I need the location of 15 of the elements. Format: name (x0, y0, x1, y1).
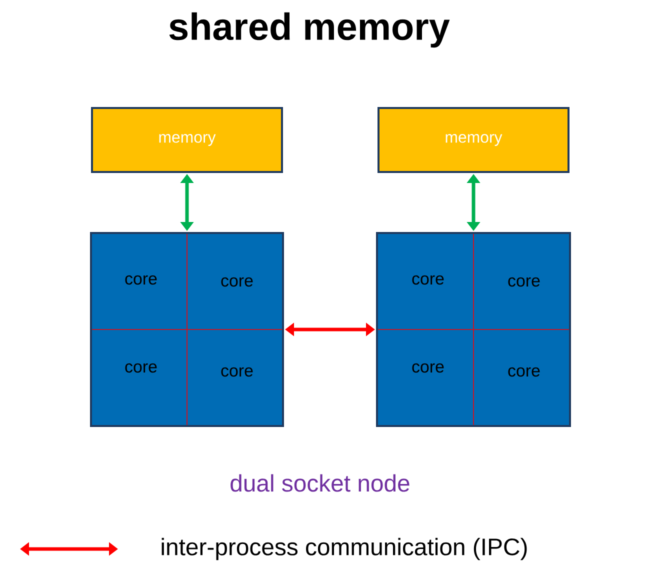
socket-box (90, 232, 284, 427)
memory-box: memory (91, 107, 283, 173)
core-label: core (221, 277, 253, 287)
legend-text: inter-process communication (IPC) (162, 538, 527, 560)
core-label: core (508, 277, 540, 287)
core-label: core (412, 363, 444, 373)
core-label: core (221, 367, 253, 377)
core-label: core (125, 363, 157, 373)
core-label: core (125, 275, 157, 285)
title: shared memory (169, 12, 450, 48)
memory-box: memory (378, 107, 570, 173)
socket-box (376, 232, 571, 427)
caption-label: dual socket node (230, 474, 410, 492)
core-label: core (412, 275, 444, 285)
core-label: core (508, 367, 540, 377)
